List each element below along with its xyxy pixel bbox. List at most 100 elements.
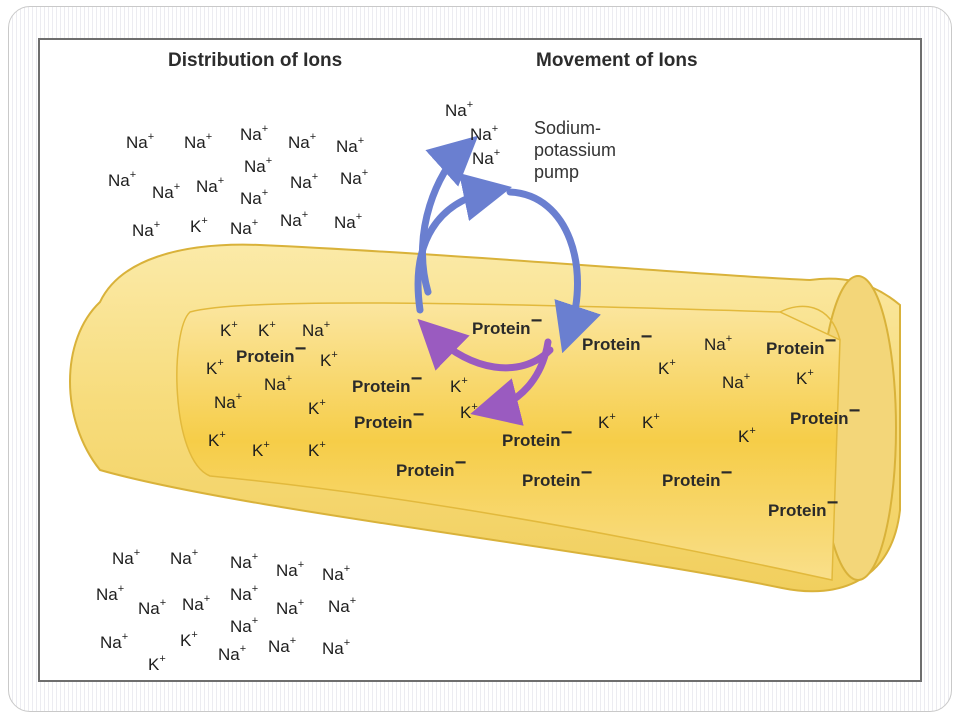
charge-positive: + — [358, 135, 364, 147]
charge-positive: + — [252, 615, 258, 627]
tube-lumen-edge — [779, 305, 841, 341]
ion-na-outside: Na+ — [108, 169, 136, 190]
ion-na-outside: Na+ — [138, 597, 166, 618]
charge-positive: + — [262, 187, 268, 199]
charge-positive: + — [312, 171, 318, 183]
ion-na-inside: Na+ — [214, 391, 242, 412]
heading-movement: Movement of Ions — [536, 50, 698, 71]
tube-lumen — [176, 302, 841, 581]
charge-positive: + — [174, 181, 180, 193]
charge-positive: + — [286, 373, 292, 385]
charge-positive: + — [302, 209, 308, 221]
ion-na-inside: Na+ — [704, 333, 732, 354]
ion-na-outside: Na+ — [276, 597, 304, 618]
pump-label-line-1: Sodium- — [534, 118, 601, 138]
pump-label-line-3: pump — [534, 162, 579, 182]
charge-positive: + — [471, 401, 477, 413]
ion-na-outside: Na+ — [268, 635, 296, 656]
charge-positive: + — [252, 217, 258, 229]
ion-na-outside: Na+ — [340, 167, 368, 188]
ion-na-outside: Na+ — [280, 209, 308, 230]
charge-negative: − — [581, 462, 593, 484]
charge-positive: + — [262, 123, 268, 135]
ion-na-outside: Na+ — [290, 171, 318, 192]
charge-positive: + — [290, 635, 296, 647]
charge-positive: + — [310, 131, 316, 143]
charge-positive: + — [744, 371, 750, 383]
charge-positive: + — [494, 147, 500, 159]
sodium-potassium-pump — [414, 135, 601, 426]
charge-positive: + — [298, 597, 304, 609]
charge-positive: + — [266, 155, 272, 167]
charge-positive: + — [653, 411, 659, 423]
charge-positive: + — [269, 319, 275, 331]
charge-positive: + — [350, 595, 356, 607]
charge-positive: + — [669, 357, 675, 369]
charge-positive: + — [331, 349, 337, 361]
ion-na-outside: Na+ — [336, 135, 364, 156]
charge-positive: + — [356, 211, 362, 223]
pump-ion-na: Na+ — [470, 123, 498, 144]
pump-arrow-inner-left — [414, 173, 512, 314]
charge-positive: + — [319, 397, 325, 409]
charge-positive: + — [252, 551, 258, 563]
charge-negative: − — [531, 310, 543, 332]
charge-negative: − — [641, 326, 653, 348]
pump-arrow-inflow-k — [470, 338, 552, 426]
charge-negative: − — [825, 330, 837, 352]
ion-na-outside: Na+ — [100, 631, 128, 652]
ion-na-outside: Na+ — [240, 187, 268, 208]
charge-positive: + — [154, 219, 160, 231]
charge-positive: + — [298, 559, 304, 571]
axon-diagram: Distribution of Ions Movement of Ions So… — [69, 50, 901, 674]
charge-positive: + — [807, 367, 813, 379]
charge-positive: + — [240, 643, 246, 655]
ion-na-inside: Na+ — [264, 373, 292, 394]
charge-positive: + — [134, 547, 140, 559]
charge-negative: − — [561, 422, 573, 444]
charge-positive: + — [219, 429, 225, 441]
ion-na-outside: Na+ — [230, 583, 258, 604]
charge-negative: − — [295, 338, 307, 360]
charge-positive: + — [461, 375, 467, 387]
pump-ion-na: Na+ — [445, 99, 473, 120]
charge-positive: + — [192, 547, 198, 559]
pump-arrow-right — [506, 188, 601, 354]
charge-negative: − — [827, 492, 839, 514]
charge-positive: + — [236, 391, 242, 403]
charge-positive: + — [130, 169, 136, 181]
ion-na-outside: Na+ — [230, 615, 258, 636]
ion-na-outside: Na+ — [182, 593, 210, 614]
heading-distribution: Distribution of Ions — [168, 50, 342, 71]
ion-na-outside: Na+ — [112, 547, 140, 568]
charge-positive: + — [344, 563, 350, 575]
ion-na-outside: Na+ — [126, 131, 154, 152]
ion-na-outside: Na+ — [170, 547, 198, 568]
ion-na-outside: Na+ — [334, 211, 362, 232]
charge-positive: + — [492, 123, 498, 135]
charge-positive: + — [252, 583, 258, 595]
pump-ion-na: Na+ — [472, 147, 500, 168]
ion-na-outside: Na+ — [96, 583, 124, 604]
charge-positive: + — [231, 319, 237, 331]
charge-positive: + — [749, 425, 755, 437]
charge-positive: + — [726, 333, 732, 345]
ion-na-outside: Na+ — [276, 559, 304, 580]
ion-na-outside: Na+ — [244, 155, 272, 176]
ion-na-inside: Na+ — [722, 371, 750, 392]
ion-na-outside: Na+ — [240, 123, 268, 144]
charge-positive: + — [467, 99, 473, 111]
charge-positive: + — [204, 593, 210, 605]
ion-na-outside: Na+ — [322, 637, 350, 658]
charge-negative: − — [721, 462, 733, 484]
ion-na-outside: Na+ — [288, 131, 316, 152]
neuron-ion-figure: Distribution of Ions Movement of Ions So… — [38, 38, 922, 682]
charge-positive: + — [201, 215, 207, 227]
pump-arrow-outer-left — [418, 135, 479, 296]
charge-positive: + — [118, 583, 124, 595]
charge-positive: + — [122, 631, 128, 643]
charge-positive: + — [206, 131, 212, 143]
charge-positive: + — [263, 439, 269, 451]
ion-k-outside: K+ — [190, 215, 208, 236]
ion-na-outside: Na+ — [152, 181, 180, 202]
